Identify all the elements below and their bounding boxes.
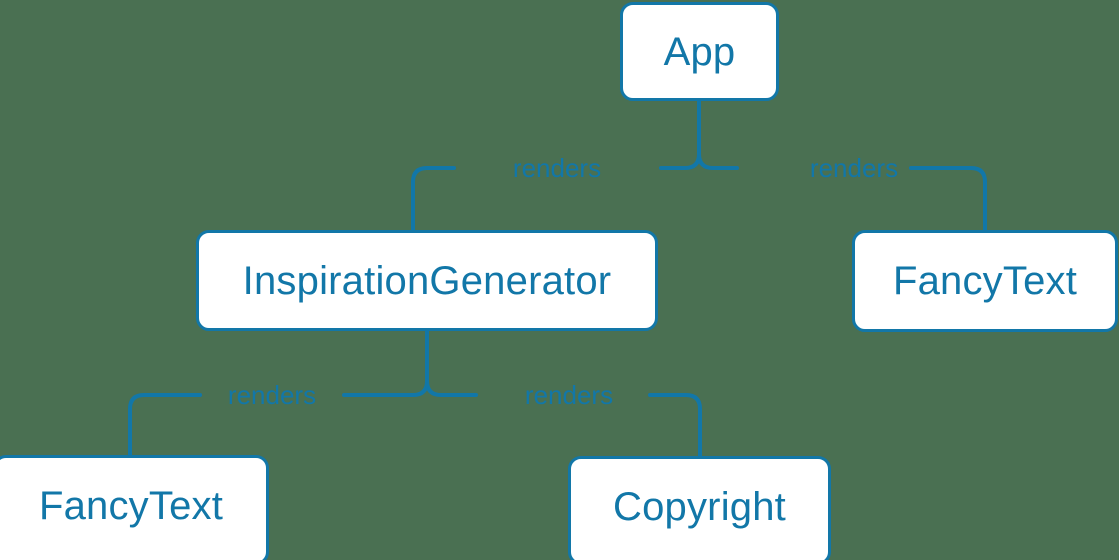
edge-label-inspiration-to-copyright: renders (524, 380, 614, 410)
edge-inspiration-to-fancytext (128, 393, 202, 457)
edge-app-stem (659, 98, 701, 170)
node-fancytext-right-label: FancyText (892, 259, 1078, 303)
node-app[interactable]: App (620, 2, 779, 101)
edge-inspiration-stem-right (425, 379, 478, 397)
edge-app-stem-right (697, 152, 739, 170)
node-inspiration-generator-label: InspirationGenerator (242, 258, 612, 303)
edge-label-inspiration-to-fancytext: renders (227, 380, 317, 410)
node-fancytext-bottom[interactable]: FancyText (0, 455, 269, 560)
node-fancytext-right[interactable]: FancyText (852, 230, 1118, 332)
edge-app-to-fancytext (909, 166, 987, 232)
edge-inspiration-stem (342, 329, 429, 397)
edge-label-app-to-inspiration: renders (512, 153, 602, 183)
node-app-label: App (663, 29, 736, 74)
node-inspiration-generator[interactable]: InspirationGenerator (196, 230, 658, 331)
node-copyright[interactable]: Copyright (568, 456, 831, 560)
edge-app-to-inspiration (411, 166, 456, 232)
node-copyright-label: Copyright (613, 484, 786, 529)
edge-label-app-to-fancytext: renders (809, 153, 899, 183)
node-fancytext-bottom-label: FancyText (38, 484, 224, 528)
edge-inspiration-to-copyright (648, 393, 702, 458)
